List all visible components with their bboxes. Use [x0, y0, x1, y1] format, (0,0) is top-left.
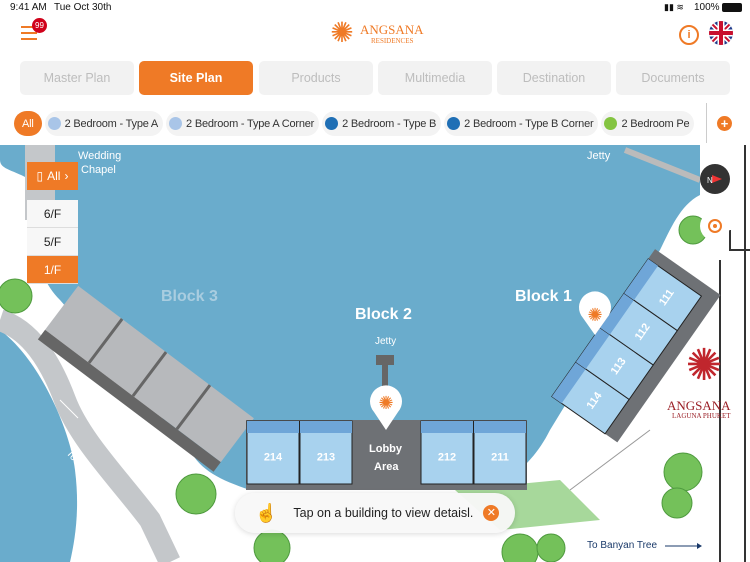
tree	[253, 529, 291, 562]
chip-label: 2 Bedroom - Type B Corner	[464, 117, 594, 130]
chip-label: 2 Bedroom - Type A	[64, 117, 159, 130]
unit-type-filter: All 2 Bedroom - Type A 2 Bedroom - Type A …	[14, 111, 697, 137]
map-label: Jetty	[375, 336, 397, 347]
chip-label: 2 Bedroom - Type B	[342, 117, 437, 130]
tree	[663, 452, 703, 492]
map-label: To Banyan Tree	[587, 540, 658, 551]
map-label: Wedding	[78, 150, 122, 162]
status-date: Tue Oct 30th	[54, 2, 112, 13]
brand-sub: LAGUNA PHUKET	[672, 412, 731, 420]
block-2: 214 213 212 211	[246, 355, 527, 490]
tree	[536, 533, 566, 562]
building-icon: ▯	[36, 169, 44, 183]
tab-products[interactable]: Products	[259, 61, 373, 95]
menu-button[interactable]	[21, 26, 37, 40]
tree	[661, 487, 693, 519]
block-3	[37, 285, 254, 472]
tab-site-plan[interactable]: Site Plan	[139, 61, 253, 95]
battery-percent: 100%	[694, 2, 720, 13]
floor-1[interactable]: 1/F	[27, 256, 78, 284]
color-dot	[604, 117, 618, 130]
unit-211[interactable]: 211	[473, 420, 527, 485]
color-dot	[169, 117, 183, 130]
filter-chip[interactable]: 2 Bedroom - Type A Corner	[166, 111, 320, 136]
chevron-right-icon: ›	[64, 169, 69, 183]
svg-text:N: N	[707, 176, 713, 185]
map-label: Chapel	[81, 164, 116, 176]
unit-212[interactable]: 212	[420, 420, 474, 485]
block-2-label[interactable]: Block 2	[355, 306, 412, 323]
filter-chip[interactable]: 2 Bedroom - Type A	[44, 111, 164, 136]
brand-name: ANGSANA	[667, 398, 731, 413]
logo-name: ANGSANA	[360, 22, 424, 37]
unit-111[interactable]: 111	[623, 258, 703, 332]
tab-destination[interactable]: Destination	[497, 61, 611, 95]
svg-text:✺: ✺	[378, 393, 393, 413]
angsana-laguna-logo-icon: ✺	[686, 341, 723, 390]
filter-chip[interactable]: 2 Bedroom - Type B Corner	[444, 111, 599, 136]
svg-text:213: 213	[317, 452, 335, 464]
more-filters-button[interactable]: +	[717, 116, 732, 131]
map-pin-block1: ✺	[579, 291, 611, 335]
filter-chip[interactable]: 2 Bedroom - Type B	[322, 111, 442, 136]
svg-text:211: 211	[491, 452, 509, 464]
tab-master-plan[interactable]: Master Plan	[20, 61, 134, 95]
color-dot	[447, 117, 461, 130]
chip-label: 2 Bedroom - Type A Corner	[186, 117, 315, 130]
resort-road	[719, 145, 750, 562]
status-time: 9:41 AM	[10, 2, 47, 13]
tab-multimedia[interactable]: Multimedia	[378, 61, 492, 95]
road	[0, 309, 180, 562]
color-dot	[325, 117, 339, 130]
divider	[706, 103, 707, 143]
toast-text: Tap on a building to view detaisl.	[293, 506, 474, 520]
unit-114[interactable]: 114	[551, 361, 630, 435]
floor-6[interactable]: 6/F	[27, 200, 78, 228]
map-label: Jetty	[587, 150, 611, 162]
unit-213[interactable]: 213	[299, 420, 353, 485]
info-icon[interactable]: i	[679, 25, 699, 45]
notification-badge: 99	[32, 18, 47, 33]
svg-text:✺: ✺	[587, 305, 602, 325]
battery-icon	[722, 3, 742, 12]
hint-toast: ☝ Tap on a building to view detaisl. ✕	[235, 493, 515, 533]
svg-text:214: 214	[264, 452, 283, 464]
svg-text:212: 212	[438, 452, 456, 464]
block-3-label[interactable]: Block 3	[161, 288, 218, 305]
block-1-label[interactable]: Block 1	[515, 288, 572, 305]
floor-selector-toggle[interactable]: ▯All›	[27, 162, 78, 190]
signal-wifi-icon: ▮▮ ≋	[664, 2, 684, 12]
lobby-label: Area	[374, 461, 399, 473]
angsana-logo-icon: ✺	[330, 17, 354, 48]
unit-214[interactable]: 214	[246, 420, 300, 485]
logo-sub: RESIDENCES	[371, 37, 414, 45]
lagoon-lower-left	[0, 330, 78, 562]
tree	[175, 473, 217, 515]
unit-112[interactable]: 112	[599, 292, 679, 366]
map-pin-block2: ✺	[369, 385, 402, 430]
floor-all-label: All	[47, 169, 61, 183]
chip-label: 2 Bedroom Pe	[621, 117, 690, 130]
color-dot	[47, 117, 61, 130]
close-toast-button[interactable]: ✕	[483, 505, 500, 521]
floor-5[interactable]: 5/F	[27, 228, 78, 256]
lobby-label: Lobby	[369, 443, 402, 455]
uk-flag-icon[interactable]	[709, 21, 733, 45]
filter-chip[interactable]: 2 Bedroom Pe	[601, 111, 695, 136]
filter-chip-all[interactable]: All	[14, 111, 42, 136]
tap-hand-icon: ☝	[255, 502, 278, 523]
tree	[0, 278, 33, 314]
tab-documents[interactable]: Documents	[616, 61, 730, 95]
